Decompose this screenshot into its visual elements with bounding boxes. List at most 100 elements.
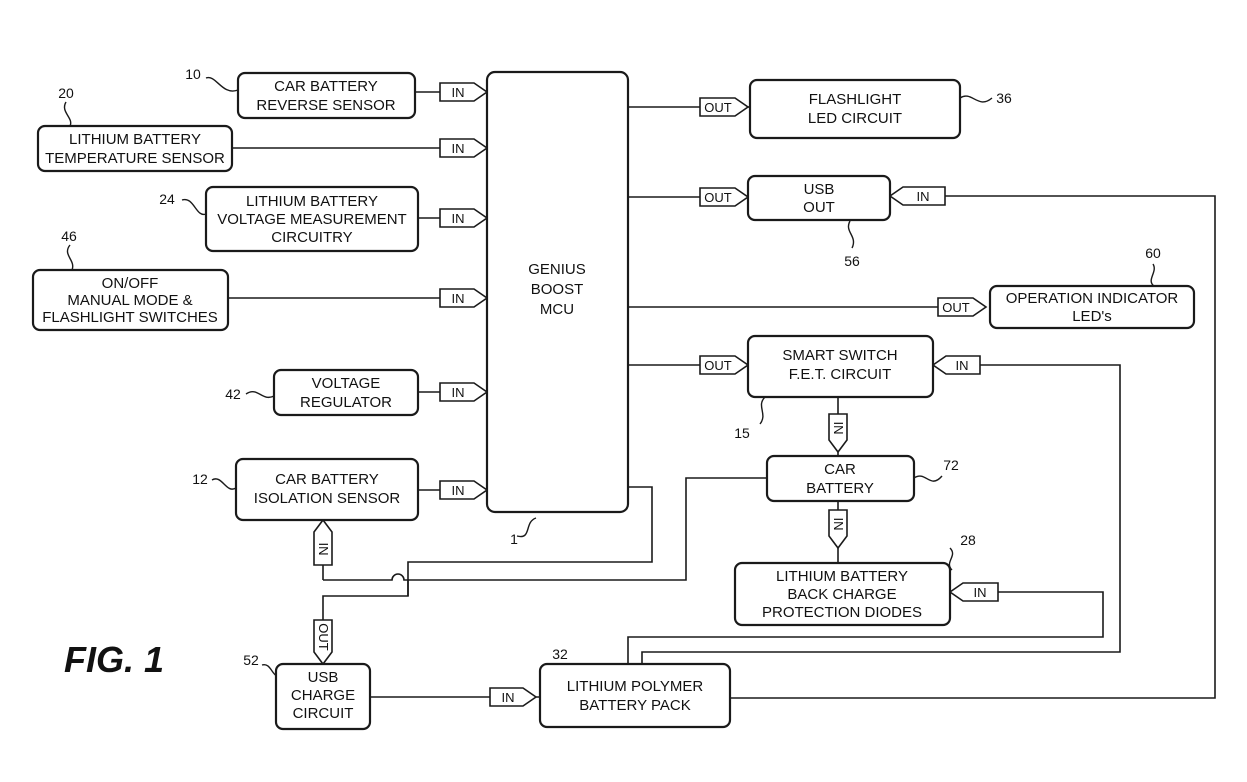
svg-text:OUT: OUT bbox=[704, 100, 732, 115]
svg-text:VOLTAGE MEASUREMENT: VOLTAGE MEASUREMENT bbox=[217, 211, 406, 228]
svg-text:IN: IN bbox=[452, 291, 465, 306]
svg-text:PROTECTION DIODES: PROTECTION DIODES bbox=[762, 604, 922, 621]
port-out-indicator: OUT bbox=[937, 297, 988, 317]
port-out-flashlight: OUT bbox=[699, 97, 750, 117]
svg-text:OPERATION INDICATOR: OPERATION INDICATOR bbox=[1006, 290, 1179, 307]
lithium-polymer-battery-block: LITHIUM POLYMER BATTERY PACK bbox=[538, 662, 732, 729]
svg-text:IN: IN bbox=[452, 483, 465, 498]
svg-text:IN: IN bbox=[956, 358, 969, 373]
svg-text:LITHIUM BATTERY: LITHIUM BATTERY bbox=[246, 193, 378, 210]
port-in-temp: IN bbox=[439, 138, 489, 158]
svg-text:OUT: OUT bbox=[942, 300, 970, 315]
ref-indicator: 60 bbox=[1145, 245, 1161, 261]
svg-text:IN: IN bbox=[452, 211, 465, 226]
mcu-line-3: MCU bbox=[540, 301, 574, 318]
voltage-measurement-block: LITHIUM BATTERY VOLTAGE MEASUREMENT CIRC… bbox=[204, 185, 420, 253]
operation-indicator-block: OPERATION INDICATOR LED's bbox=[988, 284, 1196, 330]
svg-text:IN: IN bbox=[452, 385, 465, 400]
voltage-regulator-block: VOLTAGE REGULATOR bbox=[272, 368, 420, 417]
svg-text:ISOLATION SENSOR: ISOLATION SENSOR bbox=[254, 490, 401, 507]
svg-text:VOLTAGE: VOLTAGE bbox=[312, 375, 381, 392]
svg-text:LITHIUM BATTERY: LITHIUM BATTERY bbox=[776, 568, 908, 585]
port-in-switches: IN bbox=[439, 288, 489, 308]
svg-text:BATTERY PACK: BATTERY PACK bbox=[579, 697, 690, 714]
ref-isolation: 12 bbox=[192, 471, 208, 487]
car-battery-reverse-sensor-block: CAR BATTERY REVERSE SENSOR bbox=[236, 71, 417, 120]
port-out-usb-charge-vertical: OUT bbox=[313, 619, 333, 666]
port-in-reverse: IN bbox=[439, 82, 489, 102]
svg-text:OUT: OUT bbox=[704, 358, 732, 373]
port-in-voltage-meas: IN bbox=[439, 208, 489, 228]
port-in-isolation-vertical: IN bbox=[313, 518, 333, 566]
svg-text:TEMPERATURE SENSOR: TEMPERATURE SENSOR bbox=[45, 150, 225, 167]
mcu-line-2: BOOST bbox=[531, 281, 584, 298]
back-charge-diodes-block: LITHIUM BATTERY BACK CHARGE PROTECTION D… bbox=[733, 561, 952, 627]
reference-numbers: 10 20 24 46 42 12 52 32 1 36 56 60 15 72… bbox=[58, 66, 1161, 668]
svg-text:USB: USB bbox=[804, 181, 835, 198]
svg-text:CIRCUITRY: CIRCUITRY bbox=[271, 229, 352, 246]
port-in-smart-switch: IN bbox=[931, 355, 981, 375]
port-out-usb: OUT bbox=[699, 187, 750, 207]
usb-charge-circuit-block: USB CHARGE CIRCUIT bbox=[274, 662, 372, 731]
svg-text:BACK CHARGE: BACK CHARGE bbox=[787, 586, 896, 603]
svg-text:LITHIUM BATTERY: LITHIUM BATTERY bbox=[69, 131, 201, 148]
svg-text:MANUAL MODE &: MANUAL MODE & bbox=[67, 292, 192, 309]
ref-voltage-meas: 24 bbox=[159, 191, 175, 207]
port-in-diodes: IN bbox=[948, 582, 999, 602]
svg-text:CAR BATTERY: CAR BATTERY bbox=[275, 471, 379, 488]
svg-text:OUT: OUT bbox=[803, 199, 835, 216]
svg-text:SMART SWITCH: SMART SWITCH bbox=[782, 347, 897, 364]
ref-temp: 20 bbox=[58, 85, 74, 101]
switches-block: ON/OFF MANUAL MODE & FLASHLIGHT SWITCHES bbox=[31, 268, 230, 332]
svg-text:LED's: LED's bbox=[1072, 308, 1112, 325]
svg-text:FLASHLIGHT: FLASHLIGHT bbox=[809, 91, 902, 108]
port-in-diodes-vertical: IN bbox=[828, 509, 848, 550]
figure-label: FIG. 1 bbox=[64, 639, 164, 680]
isolation-sensor-block: CAR BATTERY ISOLATION SENSOR bbox=[234, 457, 420, 522]
svg-text:IN: IN bbox=[831, 518, 846, 531]
svg-text:ON/OFF: ON/OFF bbox=[102, 275, 159, 292]
flashlight-led-block: FLASHLIGHT LED CIRCUIT bbox=[748, 78, 962, 140]
svg-text:F.E.T. CIRCUIT: F.E.T. CIRCUIT bbox=[789, 366, 892, 383]
svg-text:IN: IN bbox=[974, 585, 987, 600]
svg-text:IN: IN bbox=[452, 141, 465, 156]
svg-text:OUT: OUT bbox=[316, 623, 331, 651]
svg-text:REGULATOR: REGULATOR bbox=[300, 394, 392, 411]
port-out-smart-switch: OUT bbox=[699, 355, 750, 375]
ref-usb-out: 56 bbox=[844, 253, 860, 269]
ref-smart-switch: 15 bbox=[734, 425, 750, 441]
svg-text:BATTERY: BATTERY bbox=[806, 480, 874, 497]
svg-text:LITHIUM POLYMER: LITHIUM POLYMER bbox=[567, 678, 704, 695]
svg-text:USB: USB bbox=[308, 669, 339, 686]
ref-switches: 46 bbox=[61, 228, 77, 244]
smart-switch-block: SMART SWITCH F.E.T. CIRCUIT bbox=[746, 334, 935, 399]
svg-text:CHARGE: CHARGE bbox=[291, 687, 355, 704]
svg-text:CIRCUIT: CIRCUIT bbox=[293, 705, 354, 722]
ref-mcu: 1 bbox=[510, 531, 518, 547]
usb-out-block: USB OUT bbox=[746, 174, 892, 222]
ref-usb-charge: 52 bbox=[243, 652, 259, 668]
leader-lines bbox=[63, 76, 1155, 678]
svg-text:OUT: OUT bbox=[704, 190, 732, 205]
svg-text:REVERSE SENSOR: REVERSE SENSOR bbox=[256, 97, 395, 114]
port-in-isolation: IN bbox=[439, 480, 489, 500]
car-battery-block: CAR BATTERY bbox=[765, 454, 916, 503]
svg-text:IN: IN bbox=[831, 422, 846, 435]
svg-text:LED CIRCUIT: LED CIRCUIT bbox=[808, 110, 902, 127]
temperature-sensor-block: LITHIUM BATTERY TEMPERATURE SENSOR bbox=[36, 124, 234, 173]
svg-text:FLASHLIGHT SWITCHES: FLASHLIGHT SWITCHES bbox=[42, 309, 218, 326]
ref-flashlight: 36 bbox=[996, 90, 1012, 106]
svg-text:CAR BATTERY: CAR BATTERY bbox=[274, 78, 378, 95]
mcu-line-1: GENIUS bbox=[528, 261, 586, 278]
ports: IN IN IN IN IN IN OUT OUT OUT OUT IN IN … bbox=[313, 82, 999, 707]
svg-text:IN: IN bbox=[917, 189, 930, 204]
mcu-block: GENIUS BOOST MCU bbox=[485, 70, 630, 514]
port-in-regulator: IN bbox=[439, 382, 489, 402]
ref-car-battery: 72 bbox=[943, 457, 959, 473]
svg-text:IN: IN bbox=[452, 85, 465, 100]
port-in-lipo: IN bbox=[489, 687, 538, 707]
ref-diodes: 28 bbox=[960, 532, 976, 548]
port-in-usb-out: IN bbox=[888, 186, 946, 206]
svg-text:IN: IN bbox=[502, 690, 515, 705]
